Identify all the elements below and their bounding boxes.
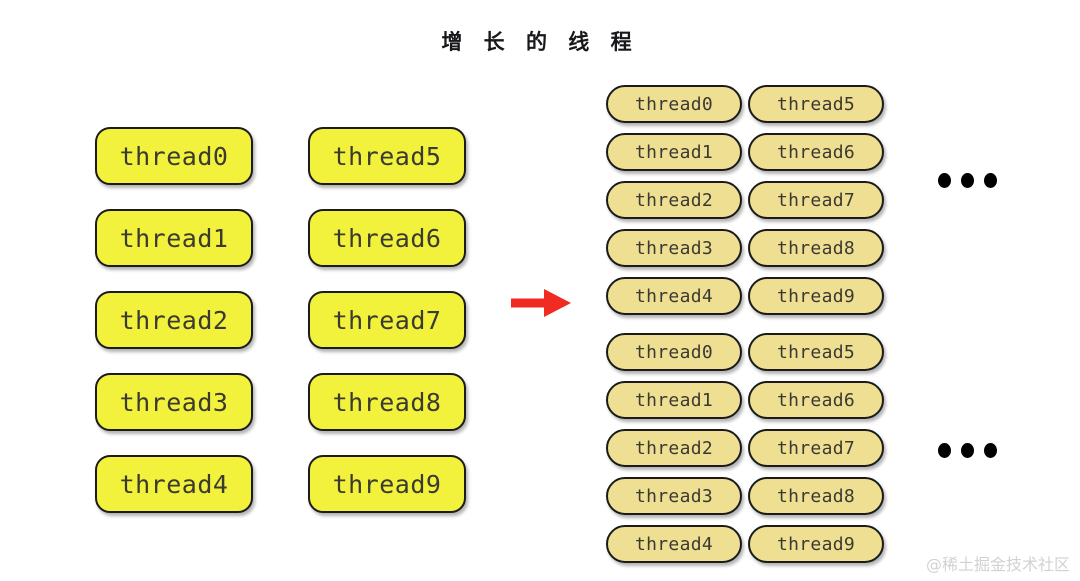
dot-icon [961,173,974,188]
thread-chip[interactable]: thread2 [95,291,253,349]
thread-chip[interactable]: thread5 [308,127,466,185]
thread-chip[interactable]: thread7 [748,429,884,467]
thread-chip[interactable]: thread4 [606,525,742,563]
thread-chip[interactable]: thread6 [308,209,466,267]
thread-chip[interactable]: thread1 [606,381,742,419]
dot-icon [961,443,974,458]
thread-chip[interactable]: thread3 [95,373,253,431]
thread-chip[interactable]: thread2 [606,181,742,219]
watermark: @稀土掘金技术社区 [925,555,1070,574]
thread-chip[interactable]: thread9 [308,455,466,513]
dot-icon [984,173,997,188]
thread-chip[interactable]: thread6 [748,381,884,419]
ellipsis-dots [938,173,997,188]
thread-chip[interactable]: thread7 [748,181,884,219]
thread-chip[interactable]: thread4 [606,277,742,315]
dot-icon [938,443,951,458]
ellipsis-dots [938,443,997,458]
thread-chip[interactable]: thread0 [95,127,253,185]
thread-chip[interactable]: thread2 [606,429,742,467]
thread-chip[interactable]: thread0 [606,333,742,371]
thread-chip[interactable]: thread1 [606,133,742,171]
page-title: 增 长 的 线 程 [441,30,639,54]
thread-chip[interactable]: thread5 [748,333,884,371]
dot-icon [938,173,951,188]
thread-chip[interactable]: thread7 [308,291,466,349]
dot-icon [984,443,997,458]
thread-chip[interactable]: thread4 [95,455,253,513]
thread-chip[interactable]: thread8 [748,229,884,267]
thread-chip[interactable]: thread0 [606,85,742,123]
thread-chip[interactable]: thread8 [748,477,884,515]
thread-chip[interactable]: thread8 [308,373,466,431]
thread-chip[interactable]: thread9 [748,277,884,315]
thread-chip[interactable]: thread1 [95,209,253,267]
thread-chip[interactable]: thread3 [606,477,742,515]
thread-chip[interactable]: thread6 [748,133,884,171]
arrow-right-icon [511,289,571,317]
thread-chip[interactable]: thread3 [606,229,742,267]
thread-chip[interactable]: thread9 [748,525,884,563]
thread-chip[interactable]: thread5 [748,85,884,123]
